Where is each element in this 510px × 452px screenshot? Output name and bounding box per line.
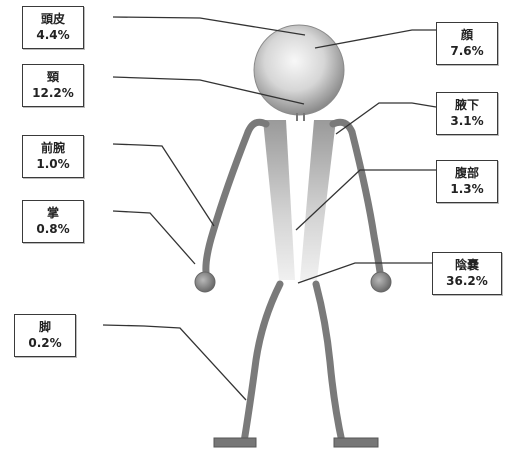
label-zenwan: 前腕 1.0% xyxy=(22,135,84,178)
label-fukubu: 腹部 1.3% xyxy=(436,160,498,203)
label-innou-value: 36.2% xyxy=(433,273,501,289)
label-kao-value: 7.6% xyxy=(437,43,497,59)
label-fukubu-value: 1.3% xyxy=(437,181,497,197)
head-icon xyxy=(254,25,344,115)
label-fukubu-name: 腹部 xyxy=(437,165,497,181)
label-kubi-name: 頸 xyxy=(23,69,83,85)
label-innou-name: 陰嚢 xyxy=(433,257,501,273)
label-kao-name: 顔 xyxy=(437,27,497,43)
leader-innou xyxy=(298,263,436,283)
leg-left xyxy=(244,284,280,442)
torso-left xyxy=(263,120,295,280)
label-ashi-name: 脚 xyxy=(15,319,75,335)
label-wakishita: 腋下 3.1% xyxy=(436,92,498,135)
label-te: 掌 0.8% xyxy=(22,200,84,243)
torso-right xyxy=(300,120,336,280)
label-tohi: 頭皮 4.4% xyxy=(22,6,84,49)
label-wakishita-name: 腋下 xyxy=(437,97,497,113)
leader-zenwan xyxy=(113,144,214,226)
label-kubi: 頸 12.2% xyxy=(22,64,84,107)
label-kubi-value: 12.2% xyxy=(23,85,83,101)
label-tohi-name: 頭皮 xyxy=(23,11,83,27)
label-wakishita-value: 3.1% xyxy=(437,113,497,129)
foot-icon xyxy=(214,438,256,447)
arm-left xyxy=(206,132,248,272)
label-kao: 顔 7.6% xyxy=(436,22,498,65)
label-te-value: 0.8% xyxy=(23,221,83,237)
label-innou: 陰嚢 36.2% xyxy=(432,252,502,295)
label-zenwan-value: 1.0% xyxy=(23,156,83,172)
hand-icon xyxy=(371,272,391,292)
label-tohi-value: 4.4% xyxy=(23,27,83,43)
label-te-name: 掌 xyxy=(23,205,83,221)
foot-icon xyxy=(334,438,378,447)
leader-ashi xyxy=(103,325,246,400)
label-ashi: 脚 0.2% xyxy=(14,314,76,357)
label-ashi-value: 0.2% xyxy=(15,335,75,351)
arm-right xyxy=(352,132,380,272)
hand-icon xyxy=(195,272,215,292)
leg-right xyxy=(316,284,342,442)
leader-te xyxy=(113,211,195,264)
label-zenwan-name: 前腕 xyxy=(23,140,83,156)
